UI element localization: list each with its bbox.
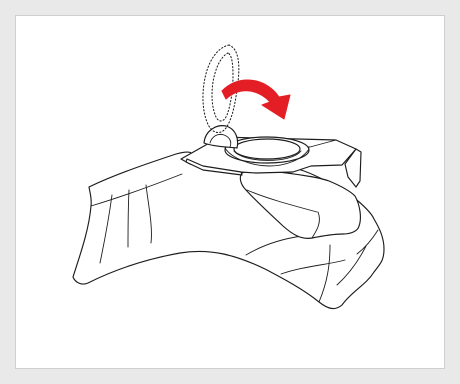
circular-opening: [224, 136, 310, 167]
lift-tab: [203, 125, 239, 149]
rotate-arrow-icon: [221, 79, 291, 120]
cover-flap: [239, 170, 361, 239]
dotted-tab-position: [202, 44, 240, 134]
